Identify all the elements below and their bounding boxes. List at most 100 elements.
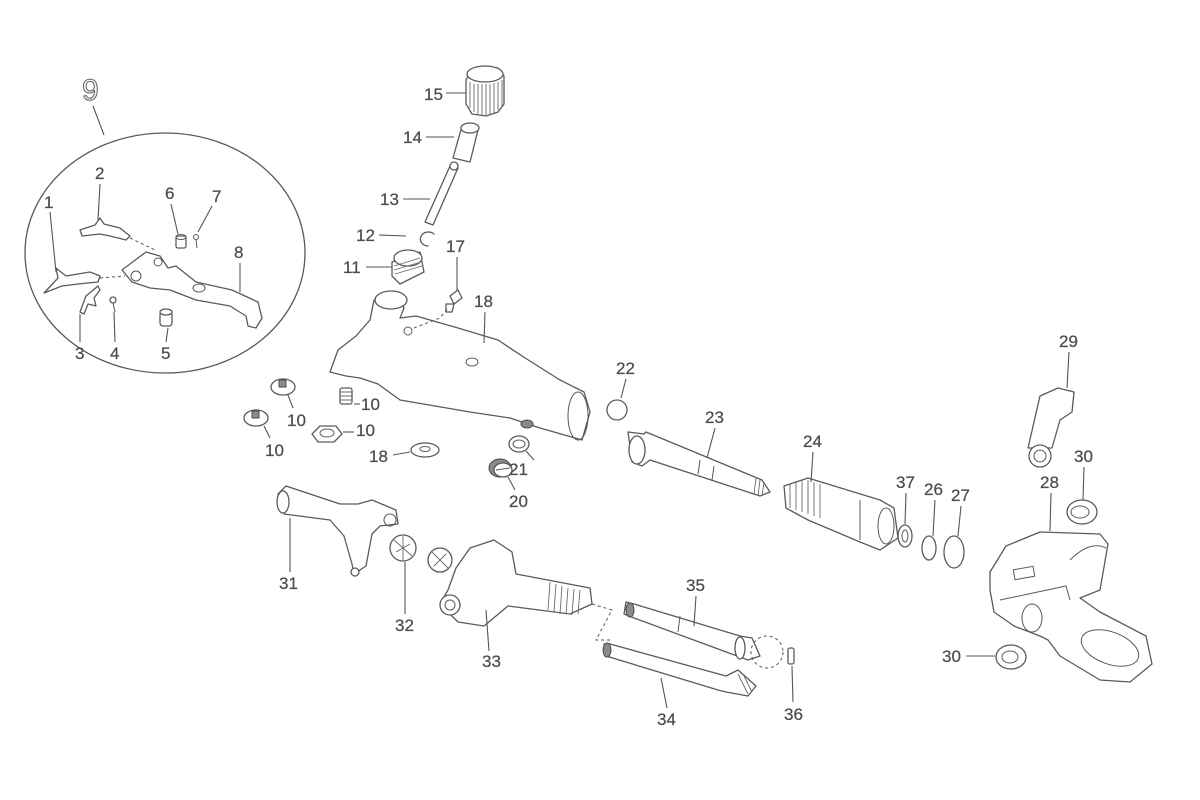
callout-label-32: 32: [395, 616, 414, 635]
callout-label-29: 29: [1059, 332, 1078, 351]
part-36-dowel-pin: [787, 647, 795, 665]
leader-line-24: [706, 427, 716, 459]
callout-label-24: 23: [705, 408, 724, 427]
part-32-bevel-gear-pair: [389, 534, 453, 573]
leader-line-4: [113, 311, 116, 343]
callout-label-6: 6: [165, 184, 174, 203]
callout-label-37: 37: [896, 473, 915, 492]
leader-line-9: [92, 105, 105, 136]
callout-label-5: 5: [161, 344, 170, 363]
callout-label-10-upper: 10: [287, 411, 306, 430]
part-29-strap-bracket: [1027, 387, 1075, 468]
part-24-spindle-shaft: [627, 431, 771, 497]
callout-label-27: 27: [951, 486, 970, 505]
part-13-threaded-fitting: [391, 249, 425, 285]
part-6-sleeve-bushing: [175, 234, 187, 249]
part-1-forked-lever: [43, 267, 126, 294]
part-19-grease-nipple: [445, 289, 463, 313]
part-30-grommet-upper: [1066, 499, 1098, 525]
part-26-o-ring-small: [921, 535, 937, 561]
leader-line-27: [957, 505, 962, 537]
callout-label-2: 2: [95, 164, 104, 183]
callouts: 15 14 13 12 11 17 18 10 10 10 10 18 21 2…: [263, 85, 1093, 729]
part-16-sleeve: [452, 122, 480, 163]
callout-label-20: 18: [474, 292, 493, 311]
leader-line-21: [507, 476, 516, 491]
callout-label-36: 36: [784, 705, 803, 724]
part-14-snap-ring: [419, 231, 435, 247]
part-28-bracket-guard: [989, 531, 1153, 683]
leader-line-1: [49, 211, 57, 273]
part-5-cap-bushing: [159, 308, 173, 327]
part-11-hex-nut: [311, 425, 343, 443]
part-3-hook-latch: [79, 285, 101, 315]
callout-label-30-lower: 30: [942, 647, 961, 666]
callout-label-12: 10: [361, 395, 380, 414]
callout-label-17: 15: [424, 85, 443, 104]
part-37-bearing-washer: [897, 524, 913, 548]
part-7-small-pin: [193, 234, 199, 249]
callout-label-16: 14: [403, 128, 422, 147]
callout-label-4: 4: [110, 344, 119, 363]
part-15-push-rod: [424, 161, 459, 226]
callout-label-34: 34: [657, 710, 676, 729]
leader-line-23: [620, 378, 627, 399]
callout-label-18: 18: [369, 447, 388, 466]
leader-line-18: [392, 451, 411, 456]
leader-line-35: [693, 595, 697, 627]
leader-line-10-upper: [287, 394, 294, 409]
callout-label-21: 20: [509, 492, 528, 511]
callout-label-28: 28: [1040, 473, 1059, 492]
part-31-crank-shaft: [276, 485, 399, 577]
callout-label-1: 1: [44, 193, 53, 212]
part-25-threaded-sleeve: [783, 477, 899, 551]
leader-line-7: [197, 205, 213, 233]
leader-line-37: [904, 492, 907, 525]
leader-line-10-lower: [263, 425, 271, 439]
part-2-forked-lever: [79, 217, 156, 251]
callout-label-35: 35: [686, 576, 705, 595]
callout-label-10-lower: 10: [265, 441, 284, 460]
leader-line-2: [97, 183, 101, 221]
part-10-slotted-screw-washer-upper: [270, 378, 296, 396]
part-33-angle-housing: [439, 539, 593, 627]
part-30-grommet-lower: [995, 644, 1027, 670]
leader-line-36: [791, 665, 794, 703]
leader-line-26: [932, 499, 936, 537]
callout-label-13: 11: [343, 258, 361, 277]
callout-label-9: 9: [82, 74, 99, 107]
part-4-small-screw: [109, 296, 117, 313]
callout-label-23: 22: [616, 359, 635, 378]
part-10-slotted-screw-washer-lower: [243, 409, 269, 427]
part-12-set-screw: [339, 387, 353, 405]
part-20-main-housing: [329, 290, 591, 441]
callout-label-33: 33: [482, 652, 501, 671]
leader-line-22: [525, 450, 535, 461]
leader-line-30-upper: [1082, 466, 1085, 501]
part-17-knurled-knob: [465, 65, 505, 117]
part-22-seal-ring: [508, 435, 530, 453]
part-23-ball: [606, 399, 628, 421]
part-35-pin-shaft: [623, 601, 784, 669]
leader-line-34: [660, 677, 668, 709]
leader-line-5: [165, 327, 169, 343]
callout-label-8: 8: [234, 243, 243, 262]
callout-label-14: 12: [356, 226, 375, 245]
leader-line-20: [483, 311, 486, 344]
part-34-drill-shaft: [602, 642, 757, 697]
leader-line-29: [1066, 351, 1070, 389]
callout-label-25: 24: [803, 432, 822, 451]
assembly-dashed-guide: [591, 603, 613, 641]
callout-label-30-upper: 30: [1074, 447, 1093, 466]
leader-line-14: [378, 234, 407, 237]
part-8-lever-arm: [121, 251, 263, 329]
callout-label-15: 13: [380, 190, 399, 209]
leader-line-6: [170, 203, 179, 235]
detail-circle: [24, 132, 306, 374]
callout-label-19: 17: [446, 237, 465, 256]
callout-label-31: 31: [279, 574, 298, 593]
callout-label-22: 21: [509, 460, 528, 479]
callout-label-7: 7: [212, 187, 221, 206]
leader-line-28: [1049, 492, 1052, 532]
